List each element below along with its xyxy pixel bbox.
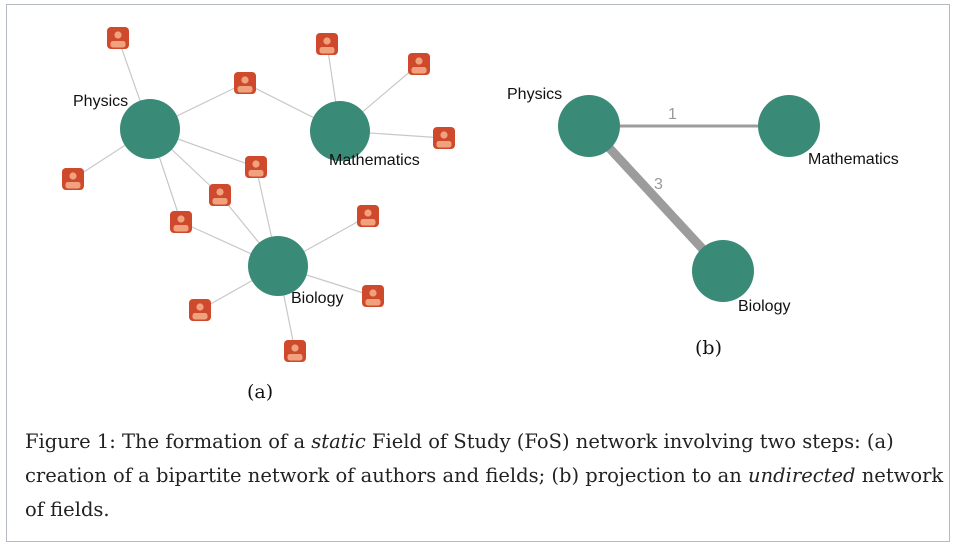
person-icon bbox=[436, 131, 452, 148]
figure-caption: Figure 1: The formation of a static Fiel… bbox=[25, 425, 955, 527]
panel-b-projected-network: 1 3 Physics Mathematics Biology (b) bbox=[507, 86, 899, 359]
person-icon bbox=[110, 31, 126, 48]
panel-a-label: (a) bbox=[247, 381, 273, 403]
person-icon bbox=[248, 160, 264, 177]
edge-weight-physics-biology: 3 bbox=[654, 176, 663, 193]
author-node bbox=[189, 299, 211, 321]
author-node bbox=[107, 27, 129, 49]
author-node bbox=[62, 168, 84, 190]
person-icon bbox=[319, 37, 335, 54]
field-node-physics-a bbox=[120, 99, 180, 159]
field-label-biology-b: Biology bbox=[738, 298, 790, 315]
author-node bbox=[316, 33, 338, 55]
person-icon bbox=[192, 303, 208, 320]
edge-physics-biology bbox=[585, 122, 727, 275]
person-icon bbox=[411, 57, 427, 74]
caption-text-middle: Field of Study (FoS) network involving t… bbox=[25, 430, 894, 487]
person-icon bbox=[360, 209, 376, 226]
author-node bbox=[170, 211, 192, 233]
person-icon bbox=[173, 215, 189, 232]
field-node-mathematics-a bbox=[310, 101, 370, 161]
caption-text-prefix: Figure 1: The formation of a bbox=[25, 430, 312, 453]
field-label-mathematics-a: Mathematics bbox=[329, 152, 420, 169]
person-icon bbox=[365, 289, 381, 306]
caption-italic-undirected: undirected bbox=[748, 464, 856, 487]
author-node bbox=[284, 340, 306, 362]
field-label-physics-a: Physics bbox=[73, 93, 128, 110]
author-node bbox=[245, 156, 267, 178]
field-node-mathematics-b bbox=[758, 95, 820, 157]
panel-a-edges bbox=[72, 37, 445, 352]
field-label-physics-b: Physics bbox=[507, 86, 562, 103]
person-icon bbox=[237, 76, 253, 93]
panel-a-fields bbox=[120, 99, 370, 296]
author-node bbox=[357, 205, 379, 227]
network-diagram: Physics Mathematics Biology (a) 1 3 Phys… bbox=[62, 27, 899, 403]
person-icon bbox=[65, 172, 81, 189]
field-label-biology-a: Biology bbox=[291, 290, 343, 307]
field-node-physics-b bbox=[558, 95, 620, 157]
panel-b-label: (b) bbox=[695, 337, 722, 359]
author-node bbox=[433, 127, 455, 149]
author-node bbox=[408, 53, 430, 75]
panel-a-authors bbox=[62, 27, 455, 362]
caption-italic-static: static bbox=[311, 430, 366, 453]
field-node-biology-a bbox=[248, 236, 308, 296]
author-node bbox=[362, 285, 384, 307]
author-node bbox=[234, 72, 256, 94]
figure-frame: Physics Mathematics Biology (a) 1 3 Phys… bbox=[6, 4, 950, 542]
field-label-mathematics-b: Mathematics bbox=[808, 151, 899, 168]
panel-a-bipartite-network: Physics Mathematics Biology (a) bbox=[62, 27, 455, 403]
field-node-biology-b bbox=[692, 240, 754, 302]
caption-text-suffix: network of fields. bbox=[25, 464, 944, 521]
edge-weight-physics-mathematics: 1 bbox=[668, 106, 677, 123]
person-icon bbox=[212, 188, 228, 205]
person-icon bbox=[287, 344, 303, 361]
author-node bbox=[209, 184, 231, 206]
